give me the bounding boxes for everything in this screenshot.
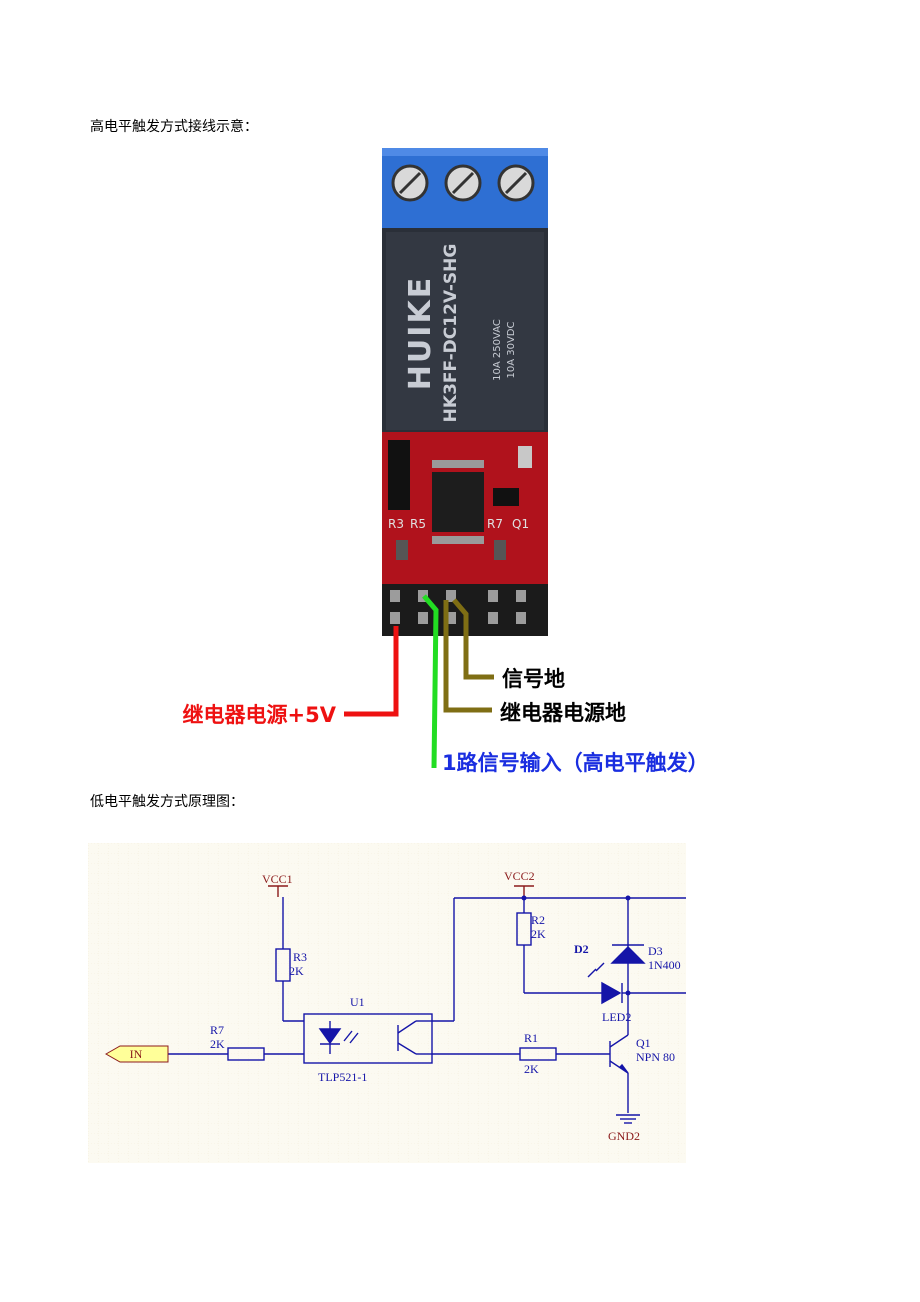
wire-relay-power-ground (443, 600, 492, 713)
relay-wiring-figure: HUIKE HK3FF-DC12V-SHG 10A 250VAC 10A 30V… (183, 148, 709, 775)
label-relay-power: 继电器电源+5V (183, 703, 337, 727)
wire-signal-input (422, 594, 439, 769)
label-r1-value: 2K (524, 1062, 539, 1076)
terminal-screws (391, 164, 535, 202)
label-vcc1: VCC1 (262, 872, 293, 886)
label-led2: LED2 (602, 1010, 631, 1024)
label-gnd2: GND2 (608, 1129, 640, 1143)
optocoupler-u1 (303, 1013, 433, 1064)
wiring-heading: 高电平触发方式接线示意： (90, 119, 258, 135)
label-r2: R2 (531, 913, 545, 927)
silk-r5: R5 (410, 517, 426, 531)
label-r7-value: 2K (210, 1037, 225, 1051)
pcb-transistor (388, 440, 410, 510)
label-signal-input: 1路信号输入（高电平触发） (442, 751, 709, 775)
label-r3: R3 (293, 950, 307, 964)
label-r3-value: 2K (289, 964, 304, 978)
wire-relay-power (344, 626, 399, 717)
label-q1: Q1 (636, 1036, 651, 1050)
label-q1-part: NPN 80 (636, 1050, 675, 1064)
label-relay-power-ground: 继电器电源地 (500, 701, 626, 725)
label-u1: U1 (350, 995, 365, 1009)
in-port-label: IN (130, 1047, 143, 1061)
label-u1-part: TLP521-1 (318, 1070, 367, 1084)
relay-model: HK3FF-DC12V-SHG (441, 244, 461, 423)
label-r1: R1 (524, 1031, 538, 1045)
relay-brand: HUIKE (403, 276, 438, 390)
schematic-heading: 低电平触发方式原理图： (90, 794, 244, 810)
in-port (104, 1045, 169, 1063)
label-d3: D3 (648, 944, 663, 958)
label-d3-part: 1N400 (648, 958, 681, 972)
label-r2-value: 2K (531, 927, 546, 941)
relay-rating-1: 10A 250VAC (492, 319, 503, 381)
label-signal-ground: 信号地 (502, 667, 565, 691)
relay-rating-2: 10A 30VDC (506, 321, 517, 378)
label-d2: D2 (574, 942, 589, 956)
silk-r7: R7 (487, 517, 503, 531)
silk-q1: Q1 (512, 517, 529, 531)
label-r7: R7 (210, 1023, 224, 1037)
optocoupler-chip (432, 472, 484, 532)
low-level-trigger-schematic: IN VCC1 VCC2 R3 2K R2 2K R7 2K U1 TLP521… (88, 843, 686, 1163)
silk-r3: R3 (388, 517, 404, 531)
wire-signal-ground (452, 598, 494, 680)
label-vcc2: VCC2 (504, 869, 535, 883)
